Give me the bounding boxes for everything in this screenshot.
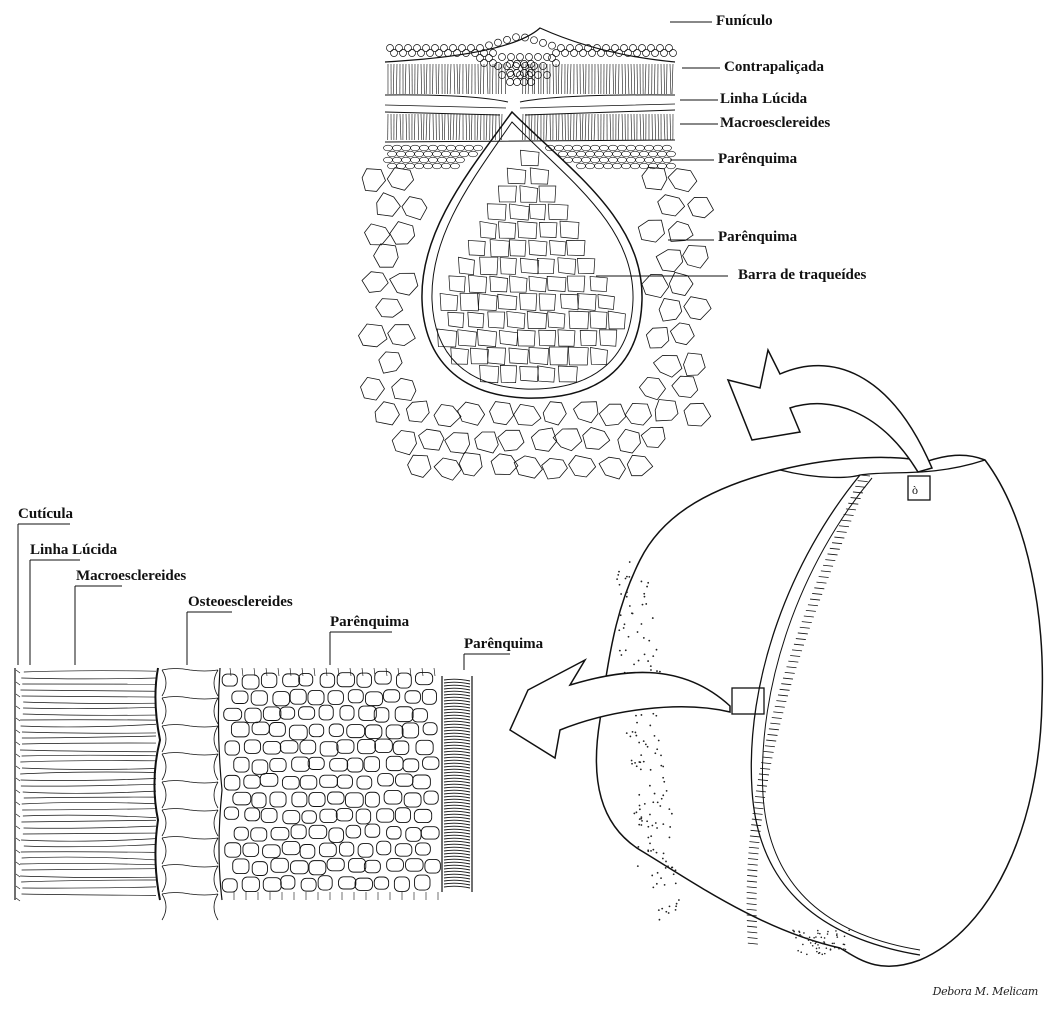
tracheid-bar-outline — [422, 112, 642, 398]
label-contrapalicada: Contrapaliçada — [724, 60, 824, 75]
macroesclereides-left-cells — [16, 670, 156, 901]
hilum-detail-drawing — [359, 28, 714, 480]
label-parenquima-left-2: Parênquima — [464, 637, 543, 652]
seed-top-edge — [780, 460, 985, 477]
contrapalicada-cells — [388, 64, 673, 94]
label-linha-lucida-top: Linha Lúcida — [720, 92, 807, 107]
arrow-to-top-detail — [728, 350, 932, 472]
parenquima-large-cells — [359, 167, 714, 480]
label-funiculo: Funículo — [716, 14, 773, 29]
label-macroesclereides-left: Macroesclereides — [76, 569, 186, 584]
seed-stipple — [616, 561, 850, 955]
label-osteoesclereides: Osteoesclereides — [188, 595, 293, 610]
seed-coat-detail-drawing — [15, 668, 472, 920]
macroesclereides-cells — [388, 114, 673, 140]
arrow-to-left-detail — [510, 660, 730, 758]
label-parenquima-top-2: Parênquima — [718, 230, 797, 245]
whole-seed-drawing: ò — [596, 455, 1042, 966]
linha-lucida-line — [385, 104, 675, 108]
label-linha-lucida-left: Linha Lúcida — [30, 543, 117, 558]
label-parenquima-top-1: Parênquima — [718, 152, 797, 167]
macro-osteo-boundary — [154, 668, 160, 900]
label-barra-traqueides: Barra de traqueídes — [738, 268, 866, 283]
seed-inner-face — [751, 475, 920, 955]
label-parenquima-left-1: Parênquima — [330, 615, 409, 630]
coat-marker-box — [732, 688, 764, 714]
hilum-mark: ò — [912, 483, 918, 497]
parenquima-dense-band — [442, 676, 472, 892]
osteoesclereides-cells — [162, 669, 218, 921]
artist-signature: Debora M. Melicam — [933, 985, 1038, 998]
seed-coat-ticks — [747, 475, 870, 944]
label-cuticula: Cutícula — [18, 507, 73, 522]
parenquima-left-cells — [222, 668, 440, 900]
label-macroesclereides-top: Macroesclereides — [720, 116, 830, 131]
tracheid-cells — [437, 150, 625, 382]
